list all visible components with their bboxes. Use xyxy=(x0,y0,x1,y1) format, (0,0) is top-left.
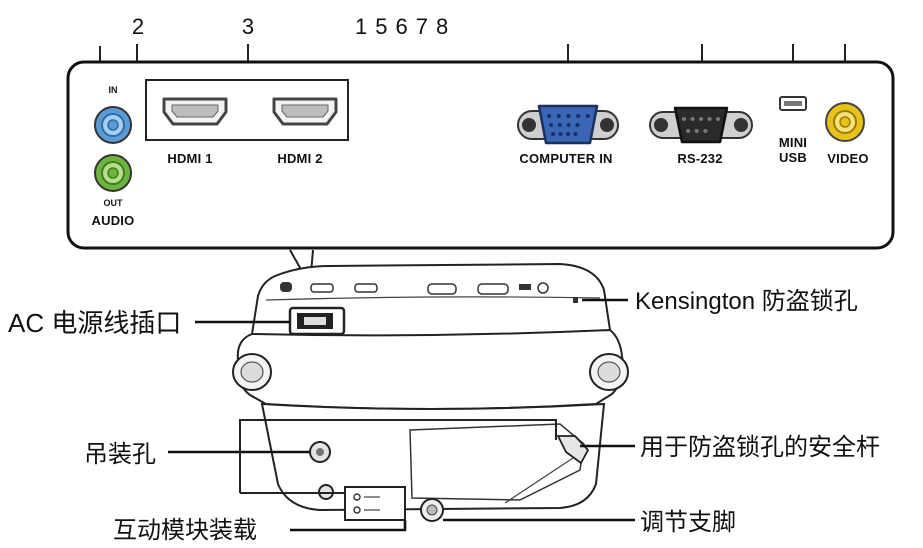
ceiling-mount-frame xyxy=(239,419,557,493)
rear-rs232 xyxy=(477,283,509,295)
audio-in-pin xyxy=(107,119,119,131)
d-sub-9-icon xyxy=(673,106,729,144)
hdmi-1-label: HDMI 1 xyxy=(167,151,212,166)
rear-hdmi-1 xyxy=(310,283,334,293)
right-foot-inner xyxy=(597,361,621,383)
vga-screw-right xyxy=(600,118,614,132)
video-label: VIDEO xyxy=(827,151,868,166)
interactive-module-slot-icon xyxy=(344,486,406,521)
rear-panel-edge xyxy=(265,296,601,301)
rear-vga xyxy=(427,283,457,295)
mini-usb-port xyxy=(779,96,807,111)
audio-in-label: IN xyxy=(109,85,118,95)
kensington-slot xyxy=(573,297,578,303)
rear-hdmi-2 xyxy=(354,283,378,293)
ac-power-socket-pins xyxy=(304,317,326,325)
rs232-port xyxy=(649,106,753,144)
kensington-label: Kensington 防盗锁孔 xyxy=(635,288,858,315)
audio-out-jack: OUT AUDIO xyxy=(92,154,135,228)
computer-in-port xyxy=(517,104,619,145)
video-jack xyxy=(825,102,865,142)
projector-illustration xyxy=(232,262,629,522)
adjuster-foot-inner xyxy=(426,504,438,516)
audio-label: AUDIO xyxy=(92,213,135,228)
module-slot-detail-2 xyxy=(353,506,361,514)
rear-video xyxy=(537,282,549,294)
hdmi-2-socket xyxy=(281,104,329,118)
callout-labels: AC 电源线插口 Kensington 防盗锁孔 吊装孔 用于防盗锁孔的安全杆 … xyxy=(8,288,880,544)
hdmi-2-label: HDMI 2 xyxy=(277,151,322,166)
callout-number-audio: 2 xyxy=(132,14,144,39)
ceiling-mount-label: 吊装孔 xyxy=(84,441,156,468)
ac-power-label: AC 电源线插口 xyxy=(8,308,181,338)
hdmi-group-box xyxy=(145,79,349,141)
ceiling-mount-hole-inner xyxy=(316,448,324,456)
audio-out-label: OUT xyxy=(104,198,124,208)
callout-number-hdmi: 3 xyxy=(242,14,254,39)
hdmi-1-socket xyxy=(171,104,219,118)
security-bar-icon xyxy=(556,435,590,465)
left-foot-inner xyxy=(240,361,264,383)
rs232-label: RS-232 xyxy=(677,151,722,166)
video-pin xyxy=(839,116,851,128)
vga-screw-left xyxy=(522,118,536,132)
rs232-screw-right xyxy=(734,118,748,132)
hdmi-1-port xyxy=(162,97,228,126)
module-slot-detail-1 xyxy=(353,493,361,501)
projector-body xyxy=(236,328,624,410)
computer-in-label: COMPUTER IN xyxy=(519,151,612,166)
security-bar-label: 用于防盗锁孔的安全杆 xyxy=(640,434,880,461)
callout-numbers: 2 3 15678 xyxy=(132,14,456,39)
callout-number-group: 15678 xyxy=(355,14,456,39)
usb-label: USB xyxy=(779,150,807,165)
leader-interactive-module xyxy=(290,520,407,532)
audio-out-pin xyxy=(107,167,119,179)
interactive-module-label: 互动模块装载 xyxy=(113,517,257,544)
audio-in-jack: IN xyxy=(94,85,132,144)
callout-leader-lines xyxy=(168,298,635,532)
mini-usb-socket xyxy=(784,101,802,106)
rs232-screw-left xyxy=(654,118,668,132)
mini-label: MINI xyxy=(779,135,807,150)
bottom-plate-diagonal xyxy=(504,455,577,504)
hdmi-2-port xyxy=(272,97,338,126)
bottom-plate xyxy=(409,423,585,501)
adjuster-foot-label: 调节支脚 xyxy=(640,509,736,536)
rear-audio-jacks xyxy=(280,282,292,292)
rear-mini-usb xyxy=(519,284,531,290)
